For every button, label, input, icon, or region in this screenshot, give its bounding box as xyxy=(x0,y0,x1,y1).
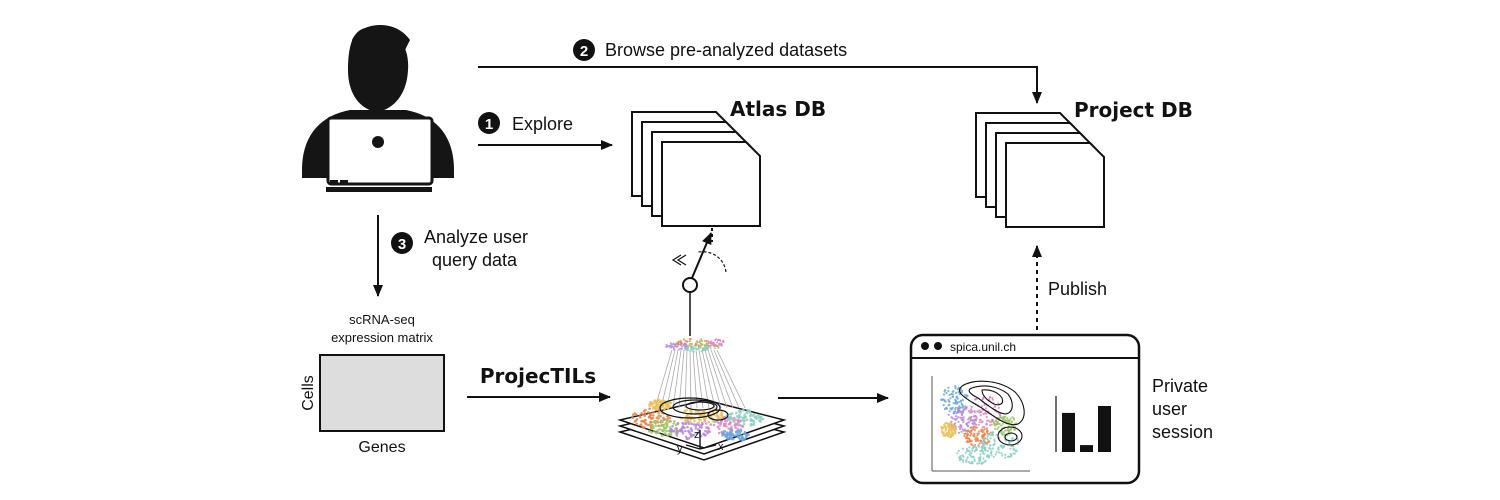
matrix-row-axis: Cells xyxy=(300,375,317,411)
user-laptop-icon xyxy=(302,24,454,192)
browse-label: Browse pre-analyzed datasets xyxy=(605,40,847,60)
session-caption-line3: session xyxy=(1152,422,1213,442)
mini-bar xyxy=(1062,412,1075,452)
browse-arrow xyxy=(478,66,1042,104)
reference-switch xyxy=(682,228,713,336)
step-3-number: 3 xyxy=(398,236,406,253)
browser-url[interactable]: spica.unil.ch xyxy=(950,340,1016,354)
analyze-label-line2: query data xyxy=(432,250,518,270)
axis-y-label: y xyxy=(677,443,683,455)
atlas-db-stack xyxy=(631,111,761,227)
analyze-label-line1: Analyze user xyxy=(424,227,528,247)
session-bar-chart xyxy=(1055,396,1111,452)
step-1-badge: 1 xyxy=(478,112,500,134)
step-2-badge: 2 xyxy=(573,39,595,61)
atlas-db-label: Atlas DB xyxy=(730,97,826,121)
projectils-label: ProjecTILs xyxy=(480,364,596,388)
step-3-badge: 3 xyxy=(391,232,413,254)
matrix-title-line2: expression matrix xyxy=(331,330,433,345)
matrix-col-axis: Genes xyxy=(358,439,405,456)
window-dot-2 xyxy=(934,342,942,350)
axis-z-label: z xyxy=(694,429,700,441)
axis-x-label: x xyxy=(718,441,724,453)
project-db-stack xyxy=(975,112,1105,228)
step-2-number: 2 xyxy=(580,43,588,60)
matrix-title-line1: scRNA-seq xyxy=(349,312,415,327)
session-caption-line2: user xyxy=(1152,399,1187,419)
project-db-label: Project DB xyxy=(1074,98,1193,122)
mini-bar xyxy=(1098,406,1111,452)
session-caption-line1: Private xyxy=(1152,376,1208,396)
projection-visual: z x y xyxy=(617,338,787,461)
publish-label: Publish xyxy=(1048,279,1107,299)
expression-matrix xyxy=(319,354,445,432)
session-umap xyxy=(931,376,1030,472)
step-1-number: 1 xyxy=(485,116,493,133)
window-dot-1 xyxy=(921,342,929,350)
rotation-icon xyxy=(671,251,727,273)
explore-label: Explore xyxy=(512,114,573,134)
mini-bar xyxy=(1080,445,1093,452)
